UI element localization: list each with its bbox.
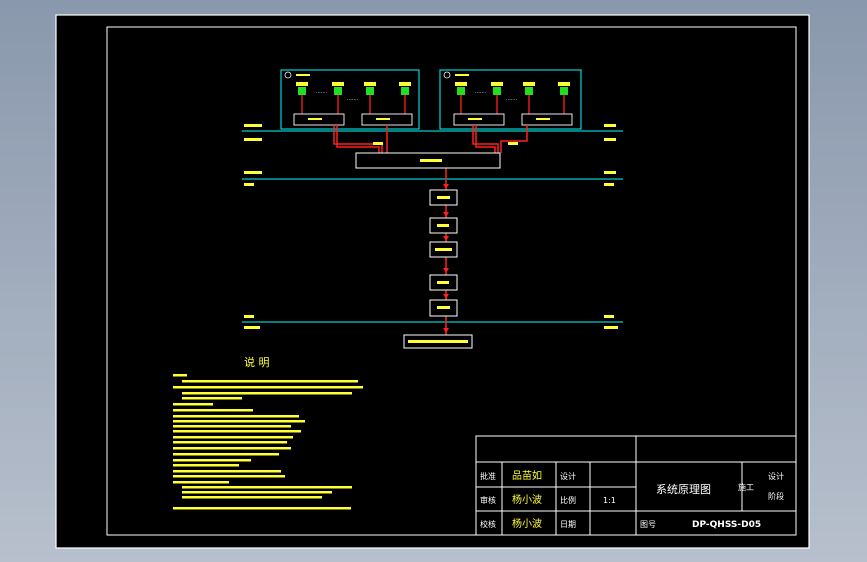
stage-value: 施工 [738, 482, 754, 492]
drawing-name: 系统原理图 [656, 483, 711, 496]
core-switch-label [420, 159, 442, 162]
note-line [173, 409, 253, 412]
label-approve: 批准 [480, 471, 496, 481]
panel-right [439, 69, 582, 130]
sensor-icon [332, 82, 344, 114]
panel-right-dots-a: ....... [475, 89, 487, 95]
note-line [173, 415, 299, 418]
panel-right-dots-b: ....... [506, 96, 518, 102]
note-line [173, 436, 293, 439]
label-design-phase: 设计 [768, 471, 784, 481]
note-line [173, 403, 213, 406]
label-check: 校核 [480, 519, 496, 529]
note-line [173, 425, 291, 428]
panel-left-controller-a [293, 113, 345, 126]
panel-right-marker [443, 71, 451, 79]
controller-label [308, 118, 322, 120]
note-line [173, 430, 301, 433]
sheet-inner-frame [106, 26, 797, 536]
note-line [173, 420, 305, 423]
panel-left-marker [284, 71, 292, 79]
note-line [182, 392, 352, 395]
cable-tag [373, 142, 383, 145]
note-line [173, 374, 187, 377]
label-design: 设计 [560, 471, 576, 481]
label-drawing-number: 图号 [640, 520, 656, 529]
sensor-icon [296, 82, 308, 114]
sensor-icon [558, 82, 570, 114]
cable-tag [508, 142, 518, 145]
note-line [173, 441, 287, 444]
note-line [182, 380, 358, 383]
controller-label [376, 118, 390, 120]
note-line [182, 397, 242, 400]
panel-right-controller-a [453, 113, 505, 126]
controller-label [468, 118, 482, 120]
controller-label [536, 118, 550, 120]
chain-arrows [443, 184, 449, 333]
sensor-icon [455, 82, 467, 114]
note-line [173, 507, 351, 510]
core-switch-box [355, 152, 501, 169]
panel-right-tag [455, 74, 469, 76]
floor-labels [244, 124, 618, 329]
panel-left-dots-b: ....... [347, 96, 359, 102]
sensor-icon [399, 82, 411, 114]
signature-approve: 品苗如 [512, 469, 542, 482]
panel-left-dots-a: ....... [316, 89, 328, 95]
sensor-icon [364, 82, 376, 114]
note-line [173, 386, 363, 389]
note-line [173, 481, 229, 484]
chain-boxes [403, 189, 473, 349]
label-phase: 阶段 [768, 491, 784, 501]
sheet-outer-border [55, 14, 810, 549]
note-line [173, 475, 285, 478]
sensor-icon [523, 82, 535, 114]
signature-check: 杨小波 [512, 517, 542, 530]
note-line [173, 459, 251, 462]
sensor-icon [491, 82, 503, 114]
note-line [173, 453, 279, 456]
chain-box-labels [408, 196, 468, 343]
notes-title: 说 明 [244, 355, 270, 369]
device-icons [296, 82, 570, 114]
panel-left [280, 69, 420, 130]
scale-value: 1:1 [603, 496, 616, 505]
label-review: 审核 [480, 495, 496, 505]
panel-right-controller-b [521, 113, 573, 126]
note-line [173, 464, 239, 467]
title-block [475, 435, 797, 536]
note-line [182, 491, 332, 494]
label-date: 日期 [560, 520, 576, 529]
note-line [173, 447, 291, 450]
note-line [182, 496, 322, 499]
signature-review: 杨小波 [512, 493, 542, 506]
note-line [173, 470, 281, 473]
label-scale: 比例 [560, 495, 576, 505]
drawing-number: DP-QHSS-D05 [692, 520, 761, 530]
panel-left-tag [296, 74, 310, 76]
notes-text-lines [173, 374, 363, 510]
note-line [182, 486, 352, 489]
